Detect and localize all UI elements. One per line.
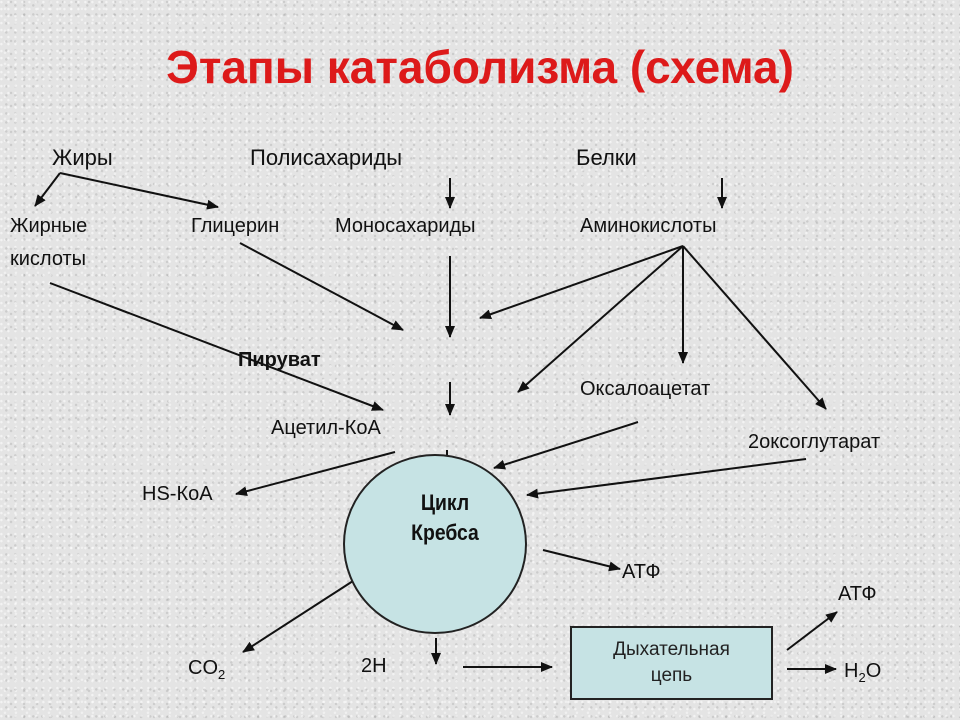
co2-main: CO [188, 657, 218, 679]
arrow-to-hs-coa [235, 451, 396, 497]
h2o-subscript: 2 [858, 670, 866, 685]
h2o-o: O [865, 660, 882, 682]
label-h2o: H2O [844, 659, 882, 685]
krebs-cycle-line2: Кребса [411, 519, 479, 545]
arrow-amino-acids-to-acetyl-coa [517, 245, 684, 393]
respiratory-chain-line2: цепь [650, 665, 693, 686]
label-amino-acids: Аминокислоты [580, 215, 717, 237]
label-fats: Жиры [52, 145, 113, 170]
label-atp-chain: АТФ [838, 583, 877, 605]
arrow-amino-acids-to-pyruvate [479, 245, 684, 320]
arrow-fatty-acids-to-acetyl-coa [49, 282, 384, 411]
respiratory-chain-box: Дыхательная цепь [570, 626, 773, 700]
arrow-fats-to-fatty-acids [34, 172, 61, 207]
arrow-oxoglutarate-to-cycle [526, 458, 807, 499]
h2o-h: H [844, 660, 859, 682]
label-glycerol: Глицерин [191, 215, 280, 237]
co2-subscript: 2 [218, 667, 226, 682]
arrow-chain-to-atp [786, 611, 838, 651]
label-hs-coa: HS-КоА [142, 483, 213, 505]
label-atp-cycle: АТФ [622, 561, 661, 583]
label-monosaccharides: Моносахариды [335, 215, 476, 237]
label-oxaloacetate: Оксалоацетат [580, 378, 711, 400]
arrow-oxaloacetate-to-cycle [493, 421, 639, 470]
arrow-cycle-to-co2 [242, 580, 354, 653]
label-proteins: Белки [576, 145, 637, 170]
label-co2: CO2 [188, 656, 226, 682]
arrow-fats-to-glycerol [59, 172, 219, 210]
krebs-cycle-line1: Цикл [420, 490, 470, 515]
label-polysaccharides: Полисахариды [250, 145, 403, 170]
label-fatty-acids-line2: кислоты [10, 248, 87, 270]
label-2h: 2H [361, 655, 387, 677]
label-acetyl-coa: Ацетил-КоА [271, 417, 381, 439]
label-fatty-acids-line1: Жирные [10, 215, 88, 237]
label-oxoglutarate: 2оксоглутарат [748, 431, 881, 453]
krebs-cycle-circle [343, 454, 527, 634]
arrow-amino-acids-to-oxoglutarate [682, 245, 827, 410]
label-pyruvate: Пируват [238, 349, 321, 371]
page-title: Этапы катаболизма (схема) [166, 41, 794, 93]
arrow-glycerol-to-pyruvate [239, 242, 404, 331]
arrow-cycle-to-atp [542, 549, 621, 572]
krebs-cycle-label: Цикл Кребса [401, 488, 489, 547]
respiratory-chain-line1: Дыхательная [613, 639, 730, 661]
